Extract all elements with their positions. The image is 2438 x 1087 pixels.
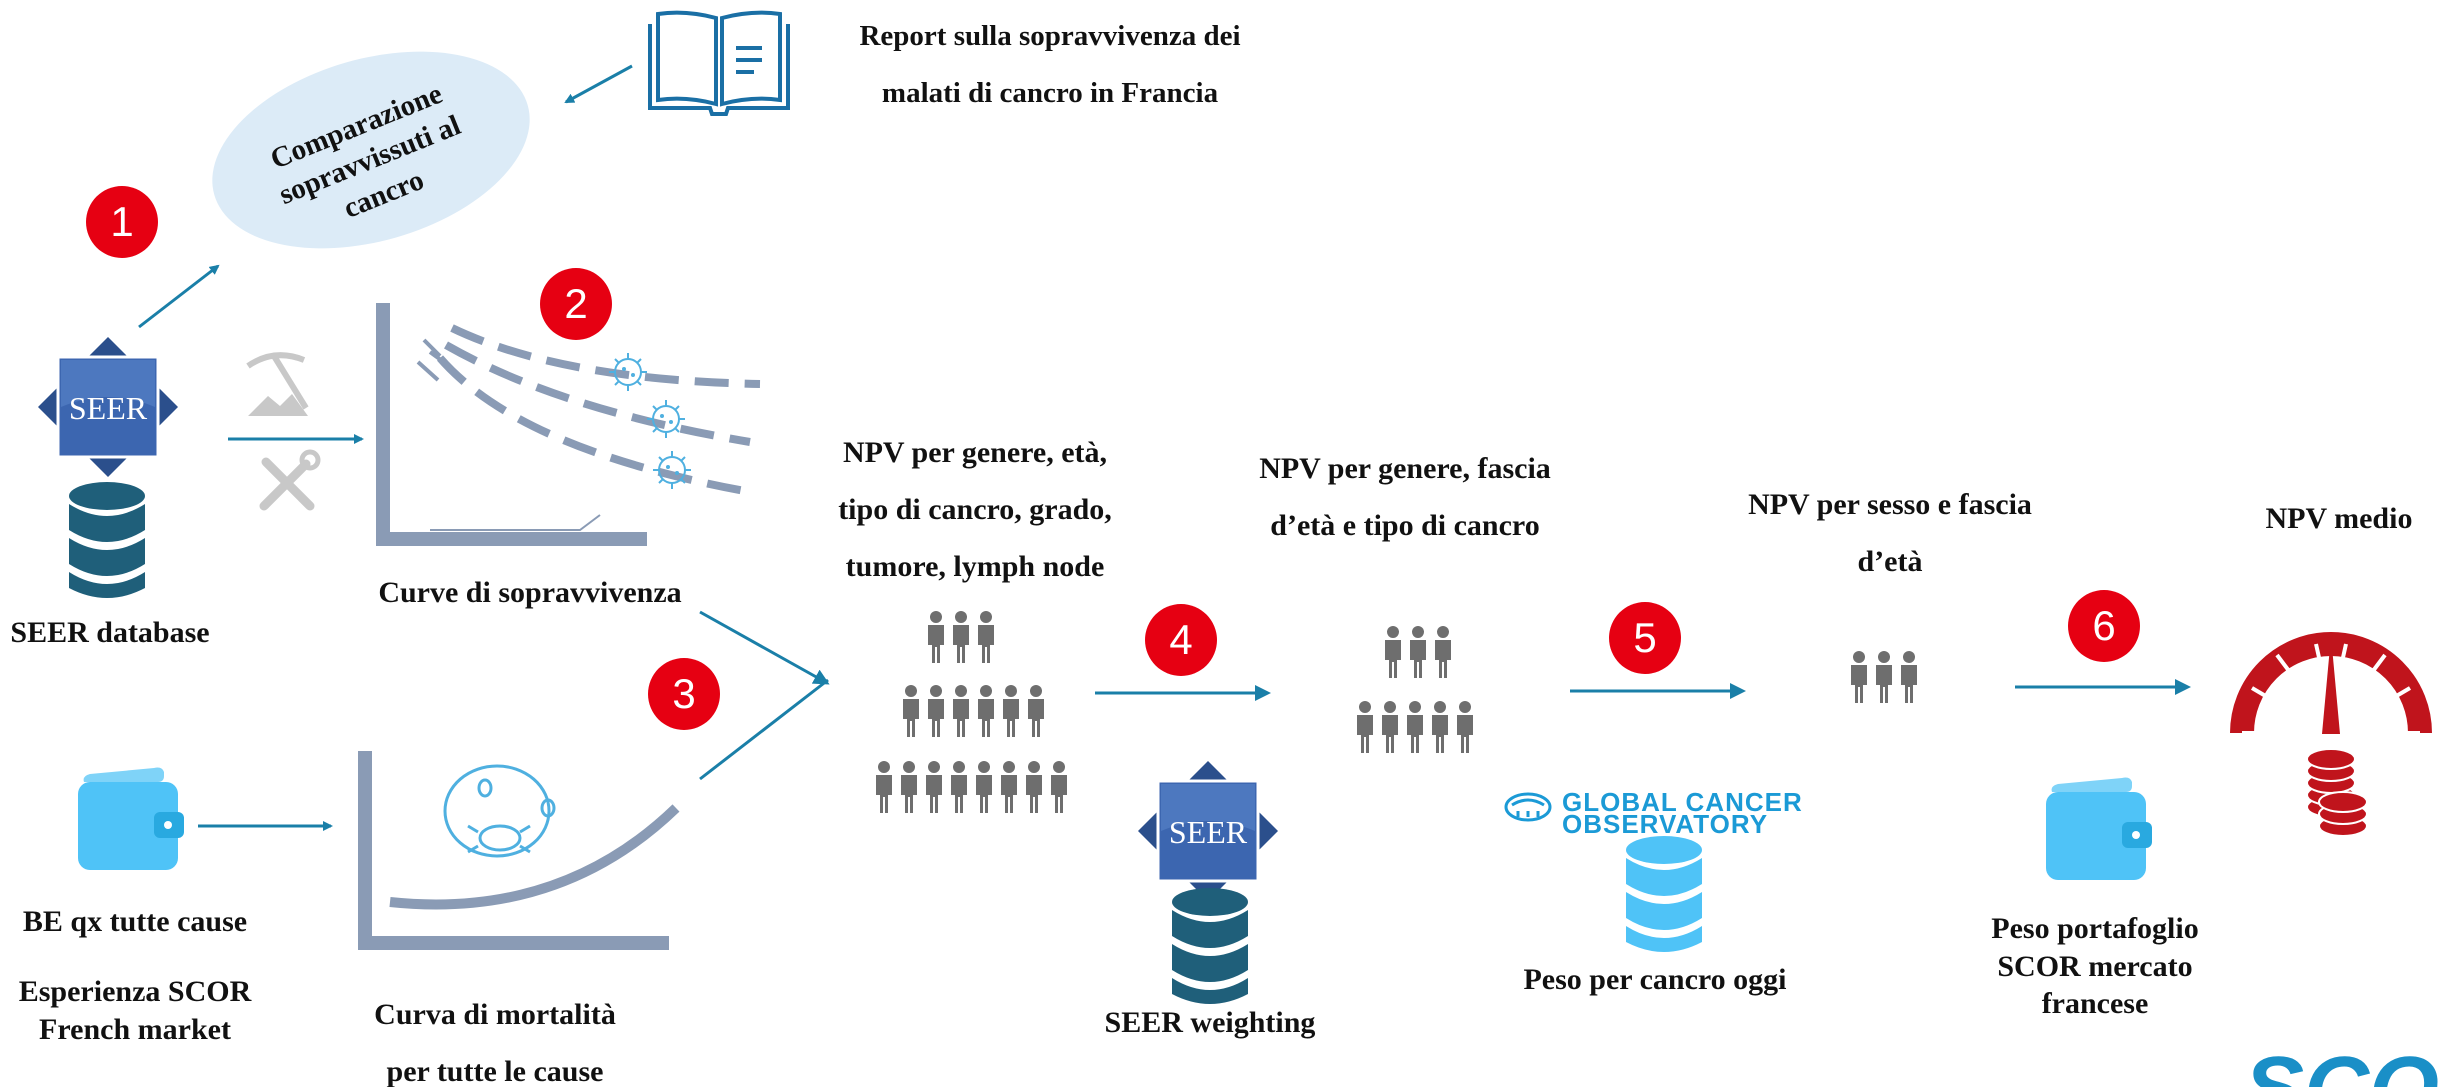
step-badge-1: 1: [86, 186, 158, 258]
mortality-curve-chart: [358, 751, 680, 950]
wallet-icon: [78, 767, 184, 870]
step-badge-5: 5: [1609, 602, 1681, 674]
npv-medio-label: NPV medio: [2265, 502, 2413, 535]
book-icon: [648, 10, 790, 116]
step-badge-6: 6: [2068, 590, 2140, 662]
comparison-ellipse: [212, 51, 530, 249]
people-group-icon: [876, 611, 1067, 813]
seer-logo-text: SEER: [1168, 814, 1248, 850]
peso-cancro-label: Peso per cancro oggi: [1523, 963, 1787, 996]
gco-logo-icon: [1504, 792, 1552, 822]
gauge-icon: [2230, 632, 2432, 735]
seer-weighting-label: SEER weighting: [1104, 1006, 1316, 1039]
mortality-curve-label: Curva di mortalità per tutte le cause: [374, 998, 616, 1087]
survival-curves-label: Curve di sopravvivenza: [378, 576, 682, 609]
step-badge-3: 3: [648, 658, 720, 730]
tools-icon: [259, 449, 321, 511]
bacteria-icon: [646, 399, 686, 439]
gco-logo-line1: GLOBAL CANCER: [1562, 787, 1803, 817]
arrow-mortality-to-npv: [699, 678, 829, 781]
arrow-curves-to-npv: [699, 610, 830, 685]
wallet-icon: [2046, 777, 2152, 880]
step-badge-4: 4: [1145, 604, 1217, 676]
report-label: Report sulla sopravvivenza dei malati di…: [859, 20, 1241, 109]
npv-full-label: NPV per genere, età, tipo di cancro, gra…: [838, 436, 1112, 583]
gco-logo-line2: OBSERVATORY: [1562, 809, 1769, 839]
database-icon: [1172, 888, 1248, 1004]
scor-logo: SCOR: [2244, 1038, 2438, 1087]
npv-fascia-label: NPV per genere, fascia d’età e tipo di c…: [1259, 452, 1551, 542]
database-icon: [69, 482, 145, 598]
mining-icon: [246, 352, 309, 416]
step-badge-2: 2: [540, 268, 612, 340]
peso-portafoglio-label: Peso portafoglio SCOR mercato francese: [1991, 912, 2199, 1020]
people-group-icon: [1357, 626, 1473, 753]
bacteria-icon: [652, 450, 692, 490]
npv-sesso-label: NPV per sesso e fascia d’età: [1748, 488, 2032, 578]
arrow-seer-to-comparison: [138, 264, 220, 329]
survival-curves-chart: [376, 303, 761, 546]
scor-experience-label: Esperienza SCOR French market: [18, 975, 252, 1046]
people-group-icon: [1851, 651, 1917, 703]
coins-icon: [2306, 748, 2368, 837]
arrow-report-to-comparison: [564, 64, 633, 104]
seer-logo-text: SEER: [68, 390, 148, 426]
seer-database-label: SEER database: [10, 616, 210, 649]
database-icon: [1626, 836, 1702, 952]
be-qx-label: BE qx tutte cause: [22, 905, 248, 938]
